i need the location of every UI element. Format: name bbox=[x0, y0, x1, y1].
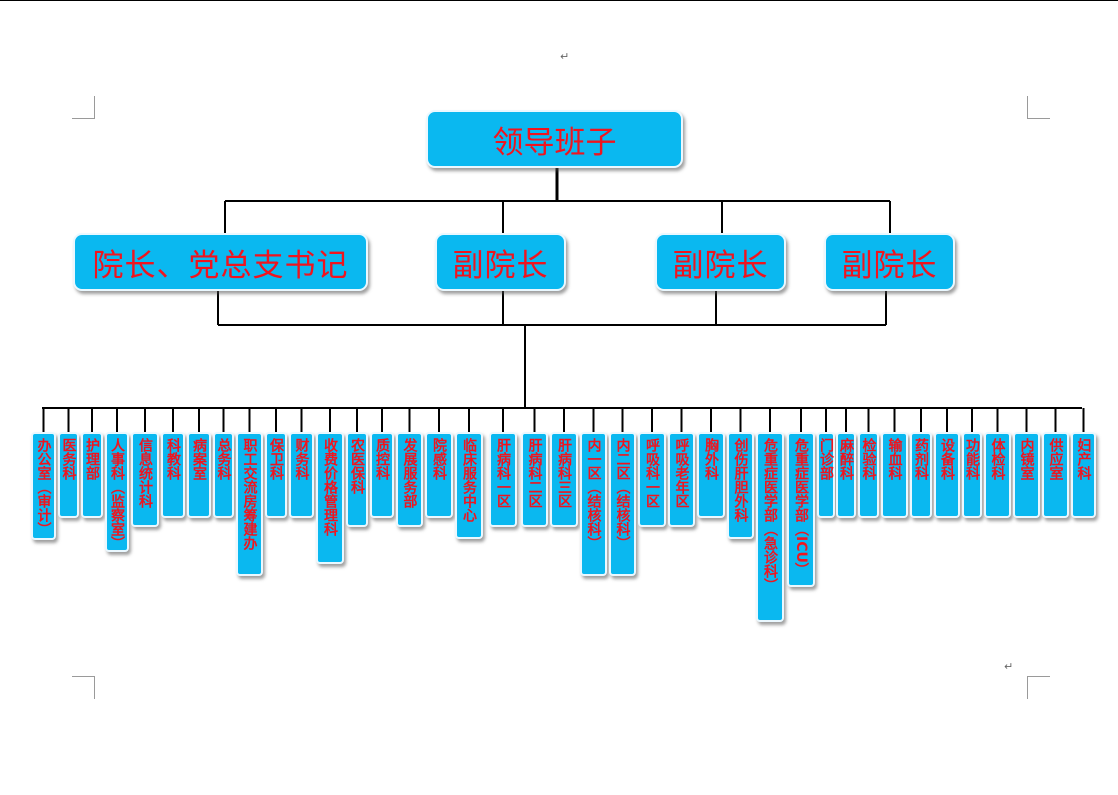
department-box: 收费价格管理科 bbox=[316, 432, 344, 564]
department-label: 设备科 bbox=[939, 438, 955, 480]
department-label: 肝病科一区 bbox=[495, 438, 511, 508]
deputy-label: 副院长 bbox=[452, 247, 549, 284]
department-box: 保卫科 bbox=[265, 432, 287, 518]
department-box: 临床服务中心 bbox=[455, 432, 483, 539]
department-label: 科教科 bbox=[165, 438, 181, 480]
department-box: 体检科 bbox=[984, 432, 1011, 518]
department-box: 病案室 bbox=[187, 432, 211, 518]
department-box: 胸外科 bbox=[697, 432, 725, 518]
deputy-box-2: 副院长 bbox=[435, 233, 566, 291]
department-box: 危重症医学部（急诊科） bbox=[756, 432, 784, 622]
paragraph-mark-top: ↵ bbox=[560, 50, 570, 63]
department-box: 财务科 bbox=[289, 432, 314, 518]
department-label: 财务科 bbox=[293, 438, 310, 480]
paragraph-mark-bottom: ↵ bbox=[1004, 660, 1014, 673]
deputy-box-4: 副院长 bbox=[824, 233, 955, 291]
department-box: 检验科 bbox=[858, 432, 879, 518]
department-box: 输血科 bbox=[881, 432, 908, 518]
department-box: 门诊部 bbox=[817, 432, 835, 518]
department-box: 内一区（结核科） bbox=[580, 432, 607, 576]
department-label: 供应室 bbox=[1047, 438, 1064, 480]
department-box: 内镜室 bbox=[1013, 432, 1040, 518]
deputy-label: 副院长 bbox=[841, 247, 938, 284]
department-label: 人事科（监察室） bbox=[109, 438, 125, 550]
department-box: 呼吸老年区 bbox=[668, 432, 695, 527]
department-box: 内二区（结核科） bbox=[609, 432, 636, 576]
department-box: 肝病科二区 bbox=[521, 432, 548, 527]
deputy-box-1: 院长、党总支书记 bbox=[73, 233, 368, 291]
department-label: 院感科 bbox=[431, 438, 447, 480]
department-box: 发展服务部 bbox=[396, 432, 423, 527]
department-box: 护理部 bbox=[81, 432, 103, 518]
department-label: 临床服务中心 bbox=[461, 438, 477, 522]
department-label: 职工交流房筹建办 bbox=[241, 438, 258, 550]
department-label: 胸外科 bbox=[703, 438, 719, 480]
department-box: 院感科 bbox=[425, 432, 453, 518]
department-box: 办公室（审计） bbox=[31, 432, 56, 540]
department-box: 农医保科 bbox=[346, 432, 368, 527]
department-label: 收费价格管理科 bbox=[322, 438, 338, 536]
department-label: 输血科 bbox=[886, 438, 903, 480]
department-label: 医务科 bbox=[60, 438, 77, 480]
department-label: 检验科 bbox=[860, 438, 877, 480]
department-box: 质控科 bbox=[370, 432, 394, 518]
department-box: 医务科 bbox=[58, 432, 79, 518]
department-label: 信息统计科 bbox=[137, 438, 153, 508]
department-label: 药剂科 bbox=[913, 438, 929, 480]
department-label: 创伤肝胆外科 bbox=[732, 438, 749, 522]
department-box: 设备科 bbox=[934, 432, 960, 518]
department-label: 内镜室 bbox=[1018, 438, 1035, 480]
department-box: 职工交流房筹建办 bbox=[236, 432, 263, 576]
department-label: 办公室（审计） bbox=[35, 438, 52, 536]
department-box: 科教科 bbox=[161, 432, 185, 518]
crop-mark-top-left bbox=[72, 96, 95, 119]
deputy-label: 副院长 bbox=[672, 247, 769, 284]
department-label: 呼吸科一区 bbox=[644, 438, 660, 508]
department-box: 妇产科 bbox=[1071, 432, 1096, 518]
department-label: 危重症医学部（ICU） bbox=[793, 438, 809, 577]
department-box: 危重症医学部（ICU） bbox=[787, 432, 815, 587]
crop-mark-bottom-left bbox=[72, 676, 95, 699]
page-top-border bbox=[0, 0, 1118, 1]
department-label: 门诊部 bbox=[818, 438, 834, 480]
department-label: 质控科 bbox=[374, 438, 390, 480]
department-label: 内二区（结核科） bbox=[614, 438, 631, 550]
crop-mark-bottom-right bbox=[1027, 676, 1050, 699]
department-label: 肝病科二区 bbox=[526, 438, 543, 508]
leader-box: 领导班子 bbox=[426, 110, 683, 168]
department-box: 功能科 bbox=[962, 432, 982, 518]
department-box: 呼吸科一区 bbox=[638, 432, 666, 527]
department-box: 药剂科 bbox=[910, 432, 932, 518]
department-box: 信息统计科 bbox=[131, 432, 159, 527]
deputy-label: 院长、党总支书记 bbox=[92, 247, 349, 284]
department-label: 危重症医学部（急诊科） bbox=[762, 438, 778, 592]
leader-label: 领导班子 bbox=[492, 124, 617, 161]
department-box: 人事科（监察室） bbox=[105, 432, 129, 552]
department-box: 肝病科一区 bbox=[489, 432, 517, 527]
department-label: 功能科 bbox=[964, 438, 980, 480]
department-label: 体检科 bbox=[989, 438, 1006, 480]
department-label: 麻醉科 bbox=[838, 438, 854, 480]
department-label: 病案室 bbox=[191, 438, 207, 480]
department-box: 麻醉科 bbox=[836, 432, 856, 518]
department-label: 肝病科三区 bbox=[556, 438, 572, 508]
department-box: 肝病科三区 bbox=[550, 432, 578, 527]
deputy-box-3: 副院长 bbox=[655, 233, 786, 291]
department-label: 保卫科 bbox=[268, 438, 284, 480]
department-box: 供应室 bbox=[1042, 432, 1069, 518]
department-label: 总务科 bbox=[215, 438, 232, 480]
department-label: 呼吸老年区 bbox=[673, 438, 690, 508]
department-label: 妇产科 bbox=[1075, 438, 1092, 480]
department-label: 农医保科 bbox=[349, 438, 365, 494]
department-box: 创伤肝胆外科 bbox=[727, 432, 754, 539]
department-box: 总务科 bbox=[213, 432, 234, 518]
department-label: 护理部 bbox=[84, 438, 100, 480]
department-label: 发展服务部 bbox=[401, 438, 418, 508]
crop-mark-top-right bbox=[1027, 96, 1050, 119]
department-label: 内一区（结核科） bbox=[585, 438, 602, 550]
